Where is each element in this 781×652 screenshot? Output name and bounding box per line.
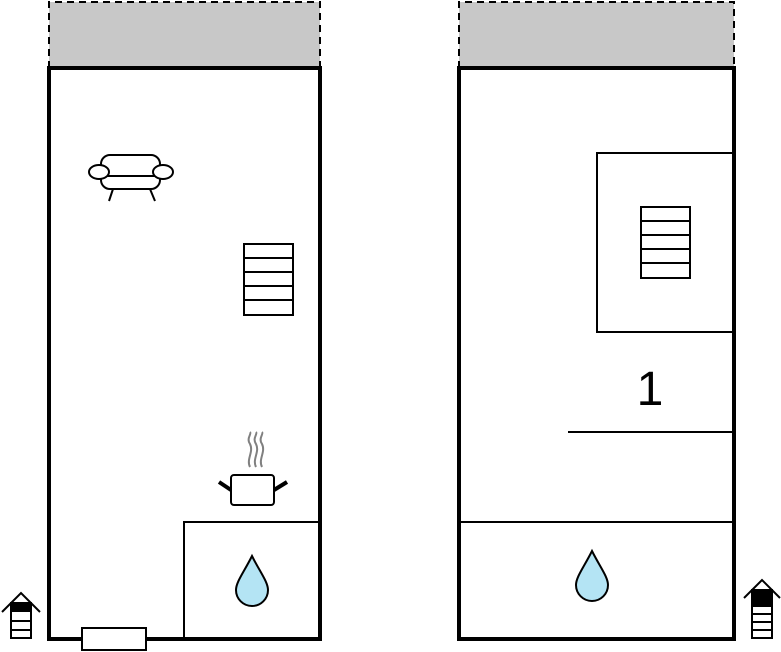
cooking-pot-icon — [217, 431, 289, 506]
water-drop-icon — [234, 553, 270, 607]
stairs-icon — [640, 206, 691, 279]
bathroom-ground — [183, 521, 320, 639]
terrace-upper — [459, 2, 734, 68]
stairs-icon — [243, 243, 294, 316]
sofa-icon — [88, 154, 174, 202]
wall-outline-upper — [457, 66, 736, 641]
room-number-label: 1 — [637, 363, 664, 416]
door-threshold — [81, 627, 147, 651]
floor-plan-ground — [47, 1, 322, 651]
entrance-icon — [743, 578, 781, 639]
terrace-ground — [49, 2, 320, 68]
stair-landing-upper — [596, 152, 734, 333]
floor-plan-upper: 1 — [457, 1, 736, 641]
terrace-upper-outline — [458, 1, 735, 68]
entrance-icon — [1, 591, 41, 639]
water-drop-icon — [574, 548, 610, 602]
